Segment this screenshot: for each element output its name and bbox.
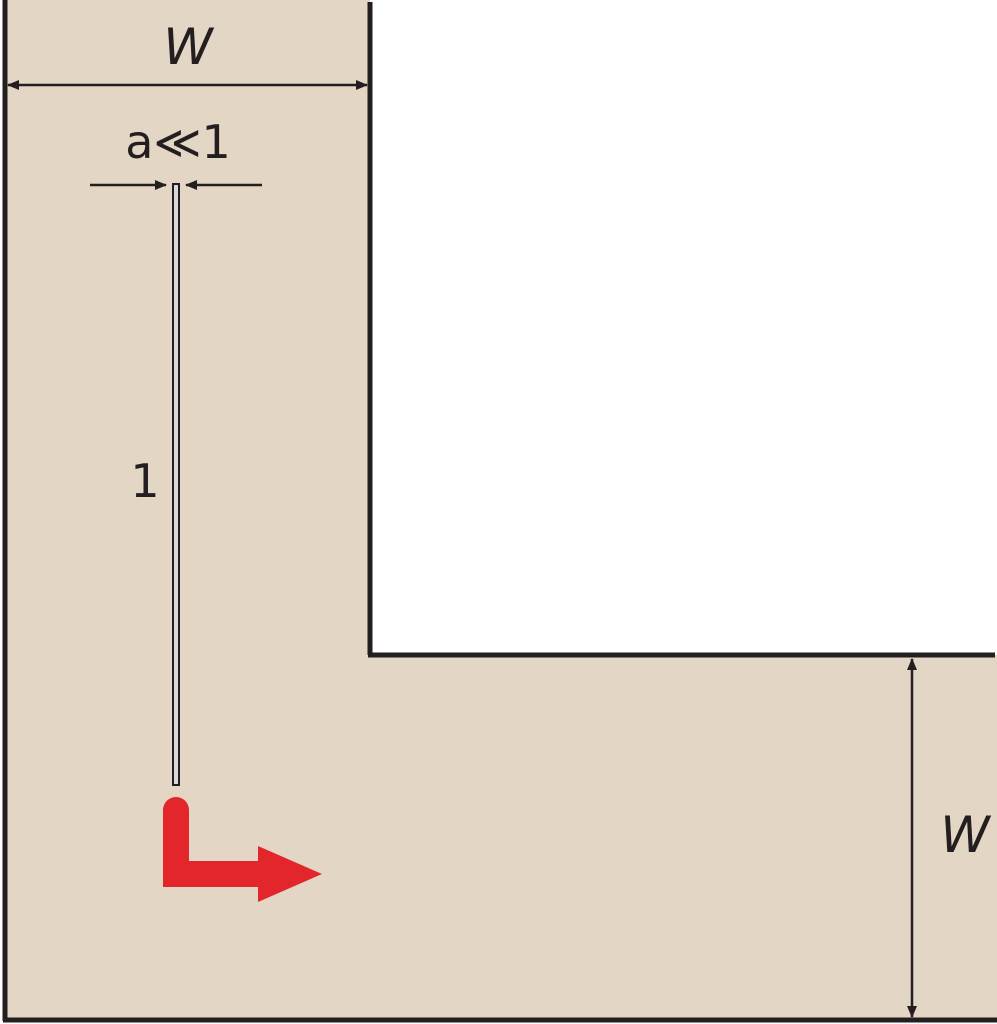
top-width-label: W — [163, 18, 214, 76]
needle-length-label: 1 — [130, 454, 159, 508]
red-bent-arrow-icon — [163, 797, 322, 902]
needle-width-label: a≪1 — [125, 115, 231, 169]
thin-needle — [172, 183, 180, 786]
l-shaped-region — [5, 0, 997, 1020]
right-width-label: W — [940, 806, 991, 864]
